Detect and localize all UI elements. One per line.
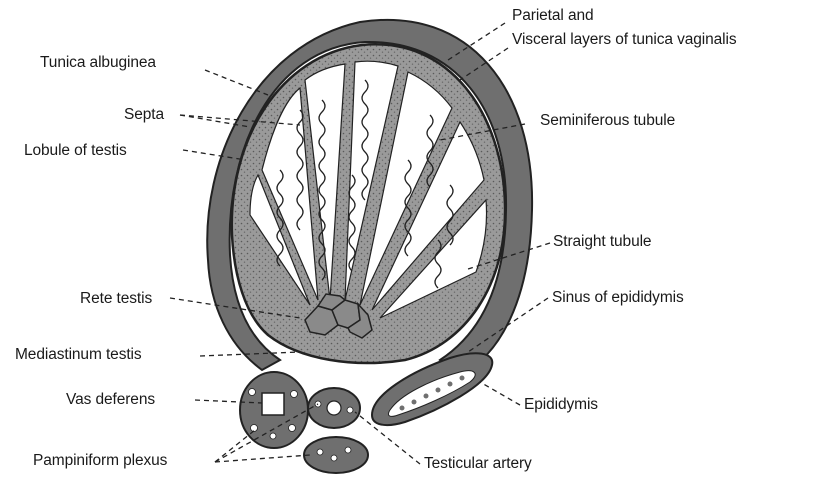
label-pampiniform-plexus: Pampiniform plexus (33, 452, 167, 470)
label-straight-tubule: Straight tubule (553, 233, 651, 251)
vas-deferens-lumen (262, 393, 284, 415)
label-tunica-albuginea: Tunica albuginea (40, 54, 156, 72)
label-testicular-artery: Testicular artery (424, 455, 532, 473)
label-epididymis: Epididymis (524, 396, 598, 414)
label-rete-testis: Rete testis (80, 290, 152, 308)
label-sinus-of-epididymis: Sinus of epididymis (552, 289, 684, 307)
label-parietal-and: Parietal and (512, 7, 594, 25)
leader-plexus-2 (215, 455, 310, 462)
pampiniform-plexus-shape (304, 437, 368, 473)
label-lobule-of-testis: Lobule of testis (24, 142, 127, 160)
leader-tunica-albuginea (205, 70, 268, 95)
label-seminiferous-tubule: Seminiferous tubule (540, 112, 675, 130)
label-mediastinum-testis: Mediastinum testis (15, 346, 142, 364)
label-vas-deferens: Vas deferens (66, 391, 155, 409)
label-septa: Septa (124, 106, 164, 124)
leader-epididymis (480, 382, 520, 405)
label-visceral-layers: Visceral layers of tunica vaginalis (512, 31, 737, 49)
artery-lumen (327, 401, 341, 415)
